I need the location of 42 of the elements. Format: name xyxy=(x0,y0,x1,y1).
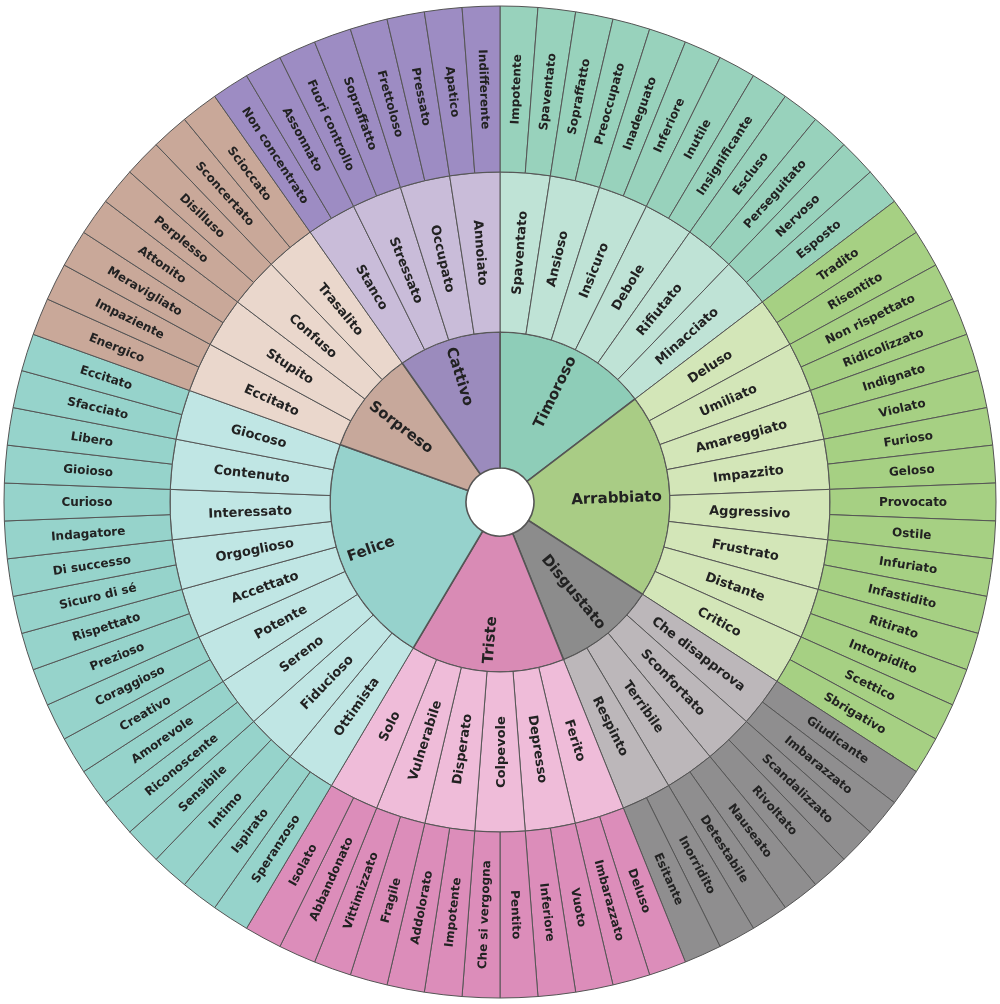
secondary-emotion-label: Aggressivo xyxy=(708,502,791,521)
secondary-emotion-label: Colpevole xyxy=(492,716,508,788)
tertiary-emotion-label: Che si vergogna xyxy=(475,859,494,970)
secondary-emotion-label: Orgoglioso xyxy=(214,534,296,565)
tertiary-emotion-label: Curioso xyxy=(61,495,113,509)
tertiary-emotion-label: Vuoto xyxy=(568,886,590,929)
tertiary-emotion-label: Pressato xyxy=(408,66,434,127)
secondary-emotion-label: Depresso xyxy=(525,714,551,785)
secondary-emotion-label: Frustrato xyxy=(710,535,781,564)
tertiary-emotion-label: Impotente xyxy=(507,54,525,125)
secondary-emotion-label: Occupato xyxy=(427,223,459,294)
tertiary-emotion-label: Apatico xyxy=(442,65,463,118)
core-emotion-label: Felice xyxy=(344,531,397,566)
tertiary-emotion-label: Libero xyxy=(69,428,114,450)
secondary-emotion-label: Impazzito xyxy=(712,461,785,485)
tertiary-emotion-label: Furioso xyxy=(882,428,934,450)
tertiary-emotion-label: Gioioso xyxy=(62,461,114,480)
tertiary-emotion-label: Indifferente xyxy=(475,49,493,130)
secondary-emotion-label: Contenuto xyxy=(212,461,291,486)
tertiary-emotion-label: Fragile xyxy=(377,876,404,925)
tertiary-emotion-label: Sicuro di sé xyxy=(57,580,138,612)
core-emotion-label: Triste xyxy=(478,615,501,665)
tertiary-emotion-label: Indagatore xyxy=(50,523,126,544)
tertiary-emotion-label: Infuriato xyxy=(878,553,939,577)
secondary-emotion-label: Solo xyxy=(375,708,403,744)
tertiary-emotion-label: Inferiore xyxy=(537,882,558,943)
secondary-emotion-label: Annoiato xyxy=(470,219,491,287)
tertiary-emotion-label: Spaventato xyxy=(535,52,559,132)
tertiary-emotion-label: Impotente xyxy=(441,876,464,948)
secondary-emotion-label: Ferito xyxy=(561,717,590,764)
tertiary-emotion-label: Pentito xyxy=(507,889,524,940)
secondary-emotion-label: Interessato xyxy=(208,502,293,521)
tertiary-emotion-label: Geloso xyxy=(888,461,936,480)
secondary-emotion-label: Disperato xyxy=(449,712,475,786)
tertiary-emotion-label: Violato xyxy=(877,395,927,421)
tertiary-emotion-label: Di successo xyxy=(51,552,132,578)
secondary-emotion-label: Spaventato xyxy=(508,210,530,296)
core-emotion-label: Cattivo xyxy=(442,344,478,409)
core-emotion-label: Arrabbiato xyxy=(570,486,663,509)
tertiary-emotion-label: Provocato xyxy=(878,495,948,509)
tertiary-emotion-label: Ostile xyxy=(891,525,932,543)
secondary-emotion-label: Ansioso xyxy=(543,229,571,289)
